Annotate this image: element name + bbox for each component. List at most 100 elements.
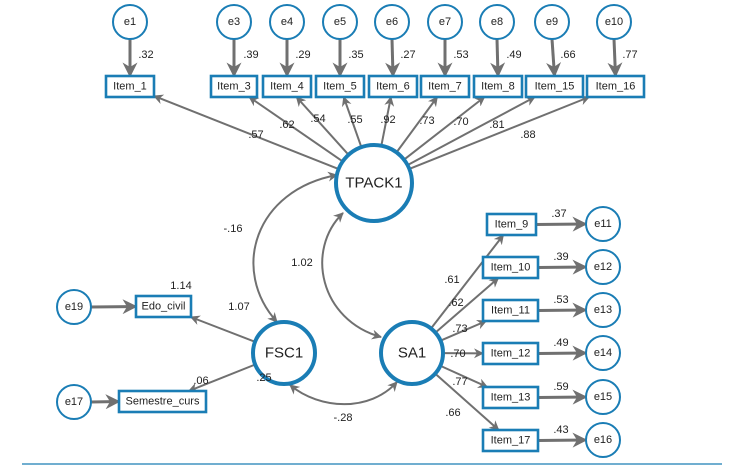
latent-label-tpack1: TPACK1: [345, 175, 402, 192]
error-node-e17[interactable]: [56, 384, 92, 420]
latent-node-tpack1[interactable]: [334, 143, 414, 223]
error-label-e10: e10: [605, 16, 623, 28]
error-label-e8: e8: [491, 16, 503, 28]
observed-node-item-13[interactable]: [481, 385, 540, 410]
error-node-e3[interactable]: [216, 4, 252, 40]
error-arrow-e8: [490, 38, 506, 78]
loading-value-item-16: .88: [520, 129, 535, 141]
observed-node-item-4[interactable]: [261, 74, 313, 99]
observed-label-semestre-curs: Semestre_curs: [126, 396, 200, 408]
error-node-e6[interactable]: [374, 4, 410, 40]
r-squared-value-item-3: .39: [243, 49, 258, 61]
error-label-e4: e4: [281, 16, 293, 28]
error-node-e1[interactable]: [112, 4, 148, 40]
error-label-e15: e15: [594, 391, 612, 403]
error-label-e11: e11: [594, 218, 612, 230]
observed-label-item-3: Item_3: [217, 81, 251, 93]
observed-node-item-9[interactable]: [485, 212, 538, 237]
observed-label-item-17: Item_17: [491, 435, 531, 447]
error-node-e5[interactable]: [322, 4, 358, 40]
observed-node-item-16[interactable]: [585, 74, 646, 99]
loading-value-item-3: .62: [279, 119, 294, 131]
loading-arrow-item-17: [434, 372, 500, 431]
latent-node-sa1[interactable]: [379, 320, 445, 386]
observed-label-item-15: Item_15: [535, 81, 575, 93]
observed-label-item-6: Item_6: [376, 81, 410, 93]
error-node-e9[interactable]: [534, 4, 570, 40]
observed-node-item-10[interactable]: [481, 255, 540, 280]
loading-value-item-1: .57: [248, 129, 263, 141]
error-node-e14[interactable]: [585, 335, 621, 371]
observed-node-item-7[interactable]: [419, 74, 471, 99]
r-squared-value-edo-civil: 1.14: [170, 280, 191, 292]
observed-label-item-1: Item_1: [113, 81, 147, 93]
error-arrow-e19: [90, 299, 138, 315]
observed-label-item-11: Item_11: [491, 305, 530, 317]
error-node-e19[interactable]: [56, 289, 92, 325]
error-node-e16[interactable]: [585, 422, 621, 458]
loading-value-item-13: .77: [452, 376, 467, 388]
error-arrow-e6: [385, 38, 401, 78]
observed-node-item-15[interactable]: [524, 74, 585, 99]
r-squared-value-item-9: .37: [551, 208, 566, 220]
loading-value-item-11: .73: [452, 323, 467, 335]
error-label-e14: e14: [594, 347, 612, 359]
observed-label-item-13: Item_13: [491, 392, 531, 404]
error-node-e11[interactable]: [585, 206, 621, 242]
r-squared-value-item-12: .49: [553, 337, 568, 349]
observed-node-semestre-curs[interactable]: [117, 389, 208, 414]
error-arrow-e11: [535, 216, 588, 232]
r-squared-value-item-1: .32: [138, 49, 153, 61]
observed-label-item-8: Item_8: [481, 81, 515, 93]
error-label-e6: e6: [386, 16, 398, 28]
error-label-e3: e3: [228, 16, 240, 28]
error-node-e4[interactable]: [269, 4, 305, 40]
observed-node-item-17[interactable]: [481, 428, 540, 453]
error-arrow-e14: [537, 345, 588, 361]
r-squared-value-item-16: .77: [622, 49, 637, 61]
observed-node-item-1[interactable]: [104, 74, 156, 99]
observed-node-item-11[interactable]: [481, 298, 540, 323]
error-label-e1: e1: [124, 16, 136, 28]
loading-arrow-semestre-curs: [187, 363, 256, 393]
observed-node-item-3[interactable]: [209, 74, 259, 99]
observed-node-item-12[interactable]: [481, 341, 540, 366]
loading-value-item-4: .54: [310, 113, 325, 125]
error-arrow-e12: [537, 259, 588, 275]
r-squared-value-semestre-curs: .06: [193, 375, 208, 387]
observed-node-item-6[interactable]: [367, 74, 419, 99]
error-node-e12[interactable]: [585, 249, 621, 285]
error-node-e13[interactable]: [585, 292, 621, 328]
error-label-e13: e13: [594, 304, 612, 316]
covariance-value-fsc1-sa1: -.28: [334, 412, 353, 424]
error-node-e10[interactable]: [596, 4, 632, 40]
loading-value-item-6: .92: [380, 114, 395, 126]
r-squared-value-item-17: .43: [553, 424, 568, 436]
loading-value-item-7: .73: [419, 115, 434, 127]
error-node-e7[interactable]: [427, 4, 463, 40]
latent-node-fsc1[interactable]: [251, 320, 317, 386]
r-squared-value-item-15: .66: [560, 49, 575, 61]
observed-node-item-8[interactable]: [472, 74, 524, 99]
covariance-fsc1-sa1: [289, 381, 398, 406]
loading-value-item-17: .66: [445, 407, 460, 419]
error-label-e12: e12: [594, 261, 612, 273]
covariance-tpack1-fsc1: [252, 171, 338, 323]
error-label-e19: e19: [65, 301, 83, 313]
error-label-e5: e5: [334, 16, 346, 28]
error-arrow-e9: [546, 38, 562, 78]
loading-arrow-item-6: [380, 96, 395, 146]
loading-arrow-item-8: [403, 96, 486, 161]
observed-node-item-5[interactable]: [314, 74, 366, 99]
r-squared-value-item-8: .49: [506, 49, 521, 61]
error-node-e8[interactable]: [479, 4, 515, 40]
loading-arrow-item-16: [408, 95, 591, 170]
loading-arrow-item-10: [434, 277, 500, 334]
loading-arrow-item-7: [395, 96, 439, 153]
latent-label-fsc1: FSC1: [265, 345, 303, 362]
loading-arrow-item-15: [407, 96, 536, 166]
loading-value-semestre-curs: .25: [256, 372, 271, 384]
observed-node-edo-civil[interactable]: [134, 294, 193, 319]
error-label-e16: e16: [594, 434, 612, 446]
error-node-e15[interactable]: [585, 379, 621, 415]
